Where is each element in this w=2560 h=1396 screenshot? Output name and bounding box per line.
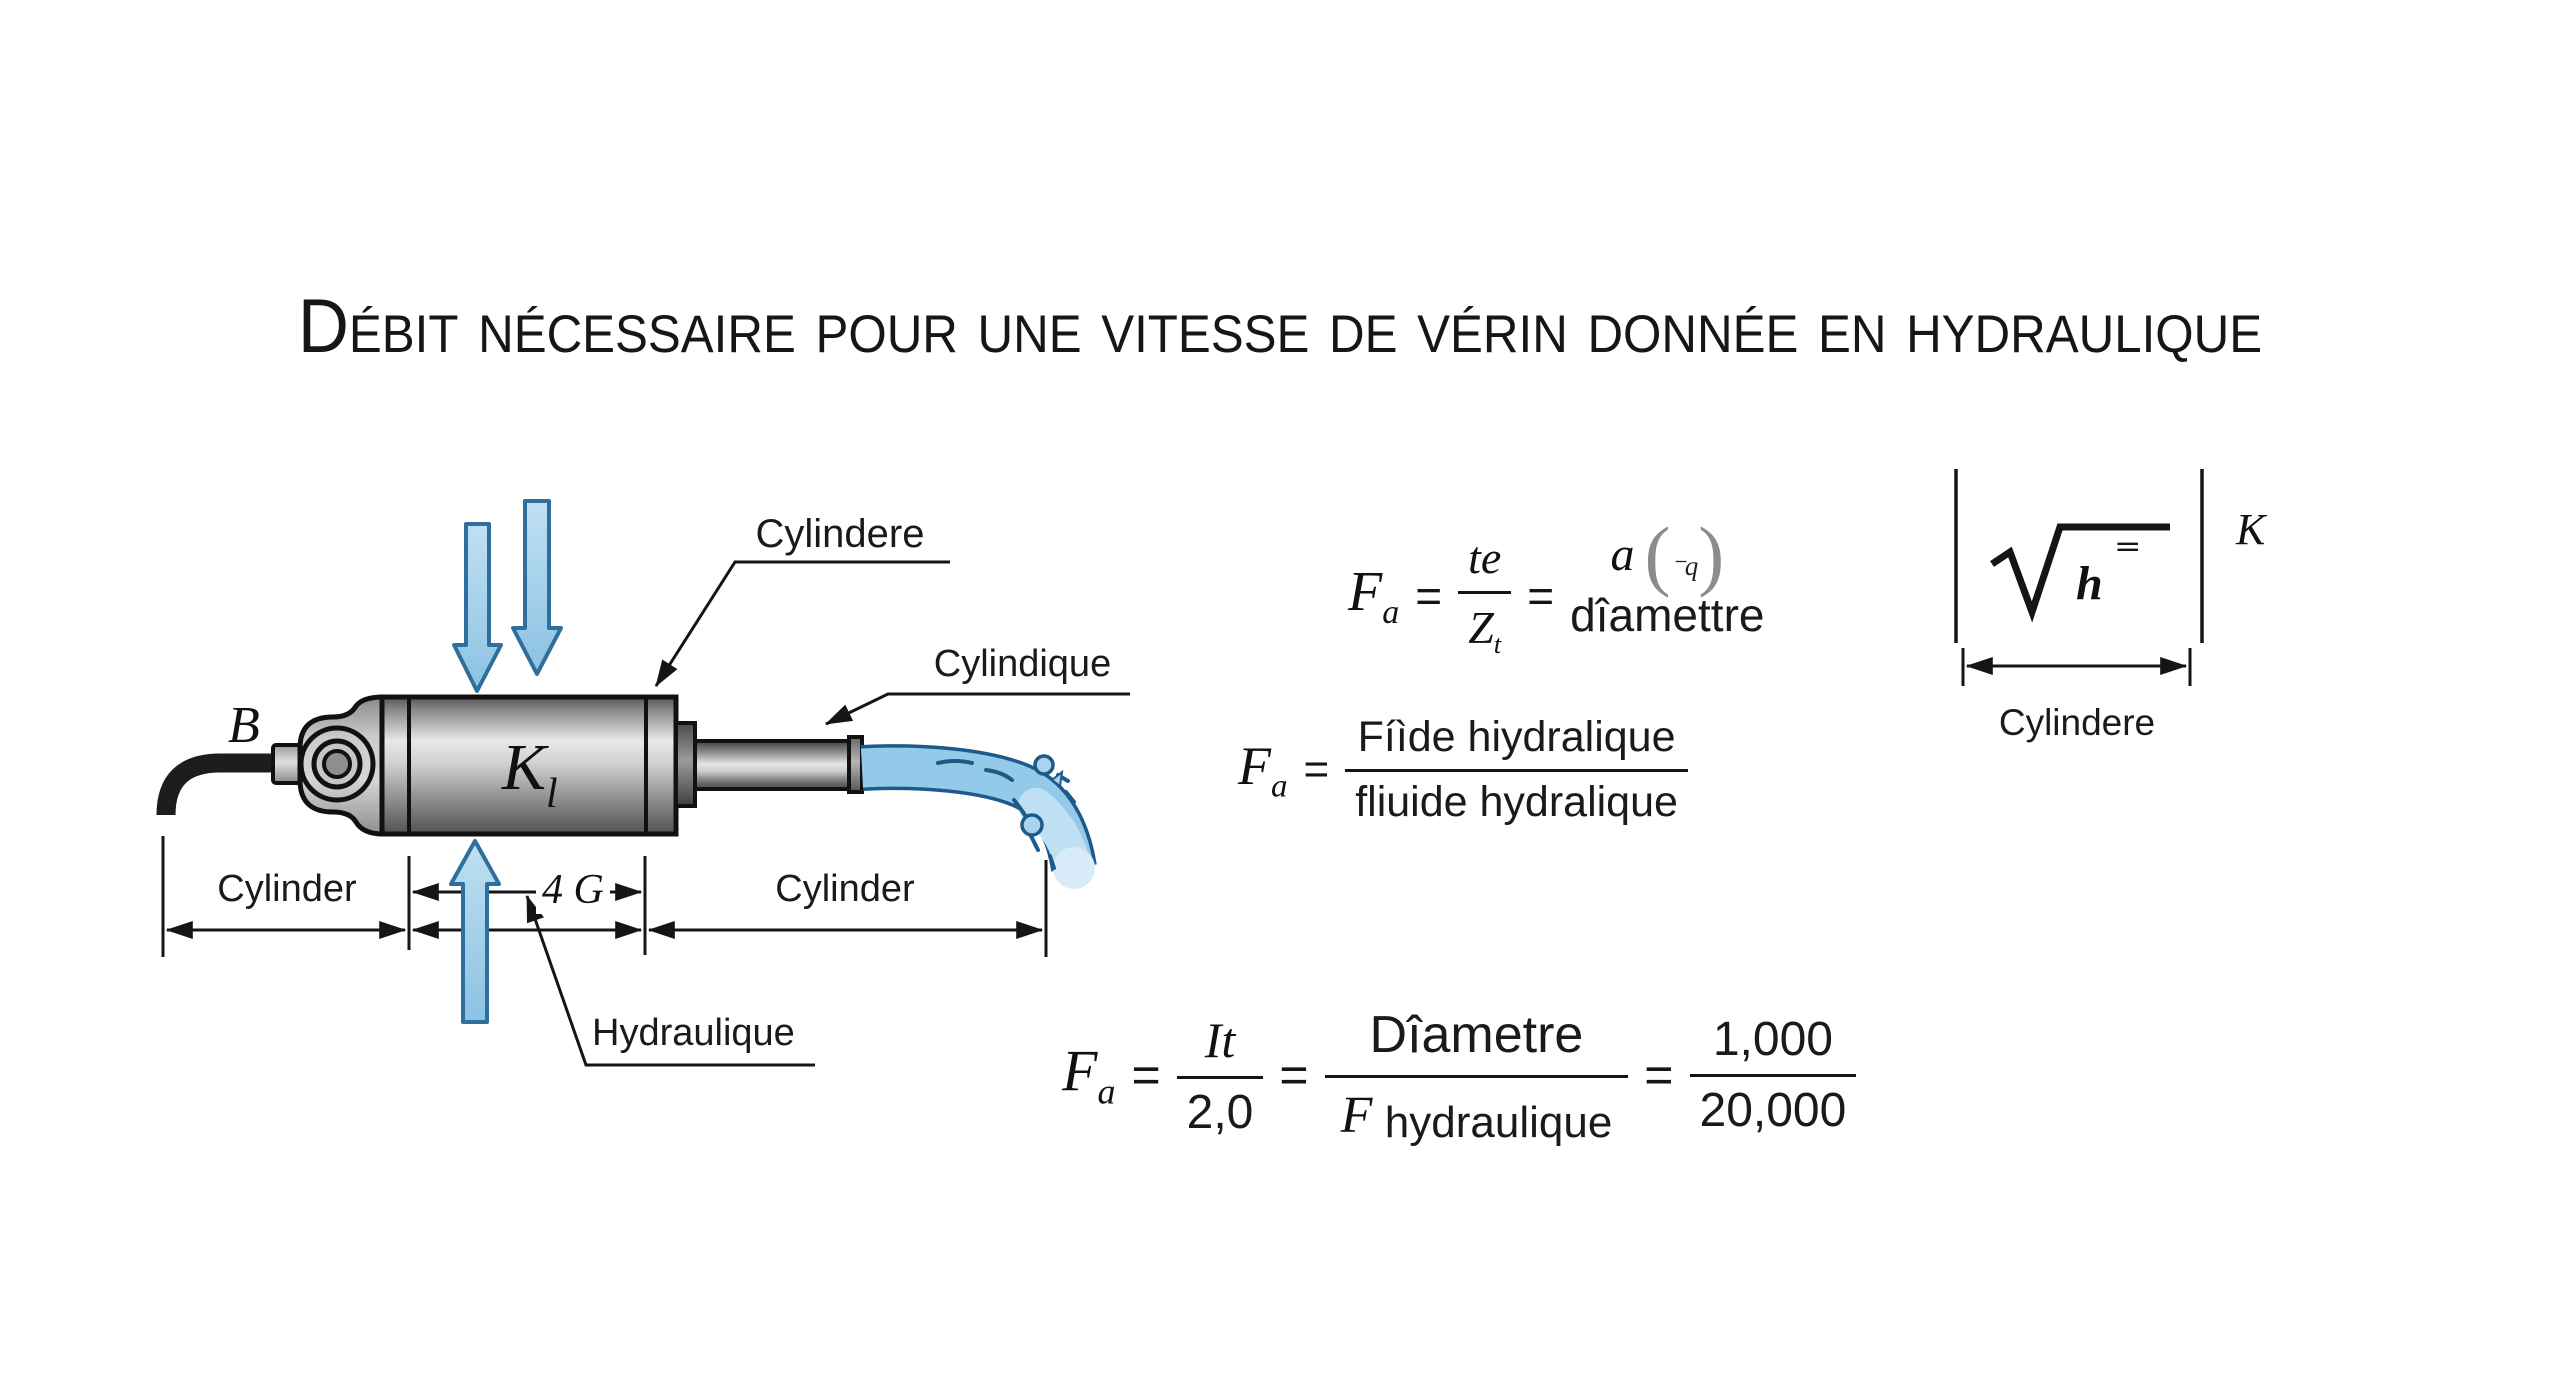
radicand: h (2076, 557, 2103, 610)
formula-fluid: Fa = Fíìde hiydralique fliuide hydraliqu… (1238, 690, 1688, 850)
rod-gland (674, 721, 697, 808)
fluid-droplet (1033, 754, 1055, 776)
rear-hose (156, 753, 274, 816)
flow-arrow-down-icon (452, 522, 503, 693)
flow-arrow-up-icon (449, 839, 501, 1024)
mount-spacer (271, 743, 303, 785)
formula-lhs: Fa (1062, 1038, 1116, 1112)
clevis-eye (298, 725, 376, 803)
callout-body-label: Cylindere (755, 512, 925, 556)
formula-speed: Fa = te Zt = a ( ⁻q ) dîamettre (1348, 470, 1764, 722)
body-symbol: Kl (502, 730, 558, 818)
dim-right-label: Cylinder (775, 868, 915, 910)
fraction: Dîametre F hydraulique (1324, 1003, 1629, 1147)
dimension-ticks (161, 836, 1048, 957)
body-symbol-sub: l (546, 771, 558, 817)
fluid-droplet (1020, 813, 1044, 837)
radical-dimension (1961, 648, 2192, 686)
root-dim-label: Cylindere (1998, 702, 2156, 743)
root-factor: K (2236, 505, 2266, 554)
callout-leaders (525, 560, 1130, 1067)
body-symbol-main: K (502, 731, 547, 804)
cylinder-body (379, 694, 679, 837)
dim-left-label: Cylinder (217, 868, 357, 910)
rod-end-ring (847, 735, 864, 794)
callout-rod-label: Cylindique (933, 643, 1112, 685)
flow-arrow-down-icon (511, 499, 563, 676)
mount-label: B (228, 697, 260, 754)
radical-sign (1990, 523, 2170, 623)
formula-lhs: Fa (1348, 561, 1400, 631)
radicand-sup: ⁼ (2114, 526, 2142, 586)
fraction: Fíìde hiydralique fliuide hydralique (1345, 711, 1688, 829)
fluid-stream (860, 744, 1097, 889)
fluid-splash (1050, 769, 1064, 788)
page-title: Débit nécessaire pour une vitesse de vér… (297, 284, 2263, 369)
fraction: It 2,0 (1176, 1009, 1264, 1142)
fraction: 1,000 20,000 (1689, 1010, 1857, 1140)
callout-port-label: Hydraulique (592, 1012, 795, 1054)
fraction: te Zt (1458, 529, 1512, 662)
dim-mid-label: 4 G (536, 866, 610, 914)
formula-lhs: Fa (1238, 735, 1288, 805)
formula-ratio: Fa = It 2,0 = Dîametre F hydraulique = 1… (1062, 945, 1857, 1205)
piston-rod (693, 739, 851, 791)
absolute-bars (1954, 469, 2204, 643)
stacked-expression: a ( ⁻q ) dîamettre (1570, 510, 1765, 642)
